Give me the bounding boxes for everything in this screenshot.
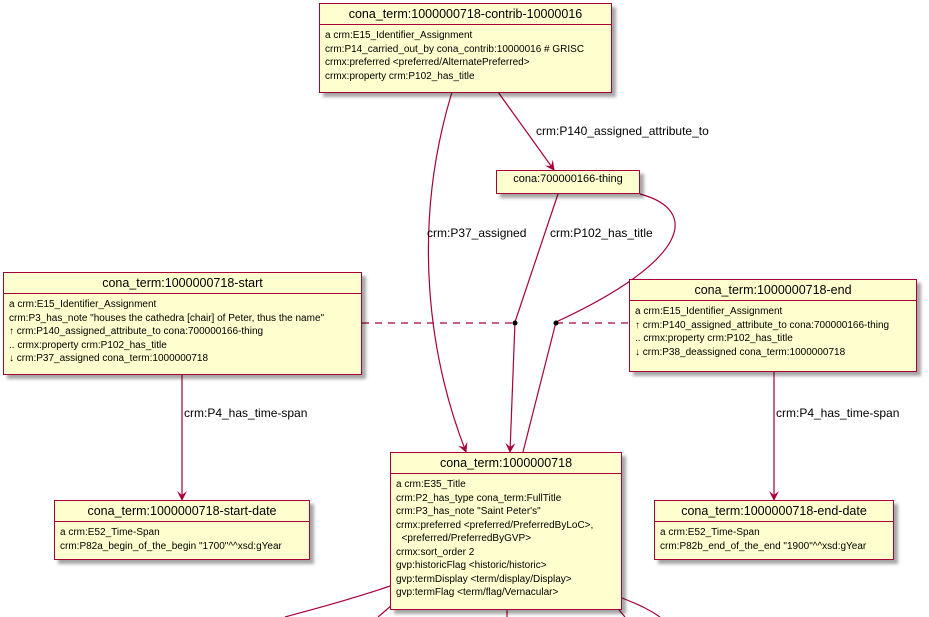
node-property-line: crmx:preferred <preferred/PreferredByLoC… <box>396 519 594 531</box>
node-property-line: crmx:sort_order 2 <box>396 546 475 558</box>
node-title: cona_term:1000000718-end-date <box>655 501 893 522</box>
node-end-date[interactable]: cona_term:1000000718-end-date a crm:E52_… <box>654 500 894 560</box>
node-property-line: crm:P82b_end_of_the_end "1900"^^xsd:gYea… <box>660 540 867 552</box>
edge-label-p4-start: crm:P4_has_time-span <box>184 406 308 420</box>
node-property-line: gvp:historicFlag <historic/historic> <box>396 560 547 571</box>
link-dot-end <box>553 320 559 326</box>
node-title: cona_term:1000000718-start-date <box>55 501 309 522</box>
node-term[interactable]: cona_term:1000000718 a crm:E35_Title crm:… <box>390 452 622 610</box>
edge-thing-loop <box>522 193 676 453</box>
edge-label-p37: crm:P37_assigned <box>427 226 527 240</box>
node-property-line: a crm:E35_Title <box>396 479 466 490</box>
node-property-line: .. crmx:property crm:P102_has_title <box>635 333 793 344</box>
node-property-line: ↑ crm:P140_assigned_attribute_to cona:70… <box>635 319 890 331</box>
node-start[interactable]: cona_term:1000000718-start a crm:E15_Ide… <box>3 272 362 375</box>
node-property-line: a crm:E52_Time-Span <box>660 527 760 538</box>
node-property-line: .. crmx:property crm:P102_has_title <box>9 339 167 351</box>
link-dot-start <box>512 320 518 326</box>
node-property-line: crm:P14_carried_out_by cona_contrib:1000… <box>325 43 585 55</box>
node-property-line: crm:P3_has_note "houses the cathedra [ch… <box>9 312 325 324</box>
node-start-date[interactable]: cona_term:1000000718-start-date a crm:E5… <box>54 500 310 560</box>
node-property-line: ↑ crm:P140_assigned_attribute_to cona:70… <box>9 326 264 337</box>
node-property-line: crmx:property crm:P102_has_title <box>325 70 475 82</box>
edge-label-p140: crm:P140_assigned_attribute_to <box>536 124 709 138</box>
node-property-line: gvp:termDisplay <term/display/Display> <box>396 573 572 585</box>
node-body: a crm:E52_Time-Span crm:P82b_end_of_the_e… <box>655 522 893 557</box>
node-title: cona_term:1000000718-start <box>4 273 361 294</box>
node-title: cona:700000166-thing <box>513 173 623 185</box>
node-property-line: crmx:preferred <preferred/AlternatePrefe… <box>325 57 530 68</box>
node-property-line: a crm:E52_Time-Span <box>60 527 160 538</box>
node-end[interactable]: cona_term:1000000718-end a crm:E15_Ident… <box>629 279 917 372</box>
node-property-line: crm:P2_has_type cona_term:FullTitle <box>396 492 562 504</box>
node-body: a crm:E52_Time-Span crm:P82a_begin_of_the… <box>55 522 309 557</box>
node-body: a crm:E15_Identifier_Assignment ↑ crm:P14… <box>630 301 916 363</box>
edge-label-p102: crm:P102_has_title <box>550 226 653 240</box>
node-title: cona_term:1000000718 <box>391 453 621 474</box>
edge-p140 <box>497 91 555 171</box>
node-property-line: crm:P3_has_note "Saint Peter's" <box>396 506 541 517</box>
node-property-line: a crm:E15_Identifier_Assignment <box>635 306 783 317</box>
node-property-line: a crm:E15_Identifier_Assignment <box>9 299 157 310</box>
node-body: a crm:E15_Identifier_Assignment crm:P3_ha… <box>4 294 361 370</box>
node-body: a crm:E15_Identifier_Assignment crm:P14_c… <box>320 25 611 87</box>
node-property-line: ↓ crm:P38_deassigned cona_term:100000071… <box>635 346 846 358</box>
edge-term-out-1 <box>284 584 394 617</box>
node-contrib[interactable]: cona_term:1000000718-contrib-10000016 a … <box>319 3 612 93</box>
node-property-line: ↓ crm:P37_assigned cona_term:1000000718 <box>9 353 209 364</box>
node-property-line: a crm:E15_Identifier_Assignment <box>325 30 473 41</box>
node-body: a crm:E35_Title crm:P2_has_type cona_term… <box>391 474 621 604</box>
node-property-line: gvp:termFlag <term/flag/Vernacular> <box>396 587 559 598</box>
node-thing[interactable]: cona:700000166-thing <box>496 170 640 194</box>
node-property-line: crm:P82a_begin_of_the_begin "1700"^^xsd:… <box>60 540 282 552</box>
node-title: cona_term:1000000718-contrib-10000016 <box>320 4 611 25</box>
node-property-line: <preferred/PreferredByGVP> <box>396 533 532 544</box>
edge-term-out-5 <box>621 597 661 617</box>
node-title: cona_term:1000000718-end <box>630 280 916 301</box>
edge-p37 <box>427 91 468 453</box>
edge-term-out-2 <box>377 604 393 617</box>
edge-label-p4-end: crm:P4_has_time-span <box>776 406 900 420</box>
